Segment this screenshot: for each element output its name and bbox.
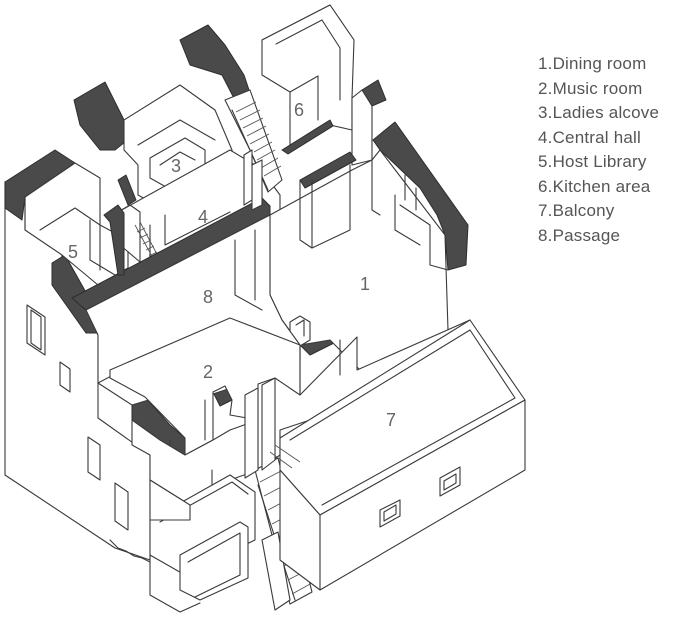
room-number-5: 5 [68, 242, 78, 262]
room-number-8: 8 [203, 287, 213, 307]
room-number-7: 7 [386, 410, 396, 430]
room-number-4: 4 [198, 207, 208, 227]
host-library-area [24, 162, 129, 286]
kitchen-area [261, 4, 373, 189]
central-staircase [224, 89, 283, 211]
room-numbers: 1 2 3 4 5 6 7 8 [68, 100, 396, 430]
left-outer-wall [4, 181, 151, 563]
hall-side-wall [103, 204, 125, 276]
legend-item-kitchen-area: 6.Kitchen area [538, 176, 651, 196]
legend-item-music-room: 2.Music room [538, 78, 643, 98]
hall-stub-wall [117, 174, 137, 206]
room-legend: 1.Dining room 2.Music room 3.Ladies alco… [538, 52, 659, 248]
legend-item-passage: 8.Passage [538, 225, 621, 245]
entrance-porch [149, 474, 256, 613]
legend-item-ladies-alcove: 3.Ladies alcove [538, 103, 660, 122]
room-number-1: 1 [360, 274, 370, 294]
legend-item-host-library: 5.Host Library [538, 152, 647, 171]
legend-item-dining-room: 1.Dining room [538, 54, 647, 73]
room-number-2: 2 [203, 362, 213, 382]
balcony-area [269, 319, 526, 591]
room-number-6: 6 [294, 100, 304, 120]
legend-item-balcony: 7.Balcony [538, 201, 615, 220]
legend-item-central-hall: 4.Central hall [538, 127, 641, 147]
room-number-3: 3 [171, 156, 181, 176]
